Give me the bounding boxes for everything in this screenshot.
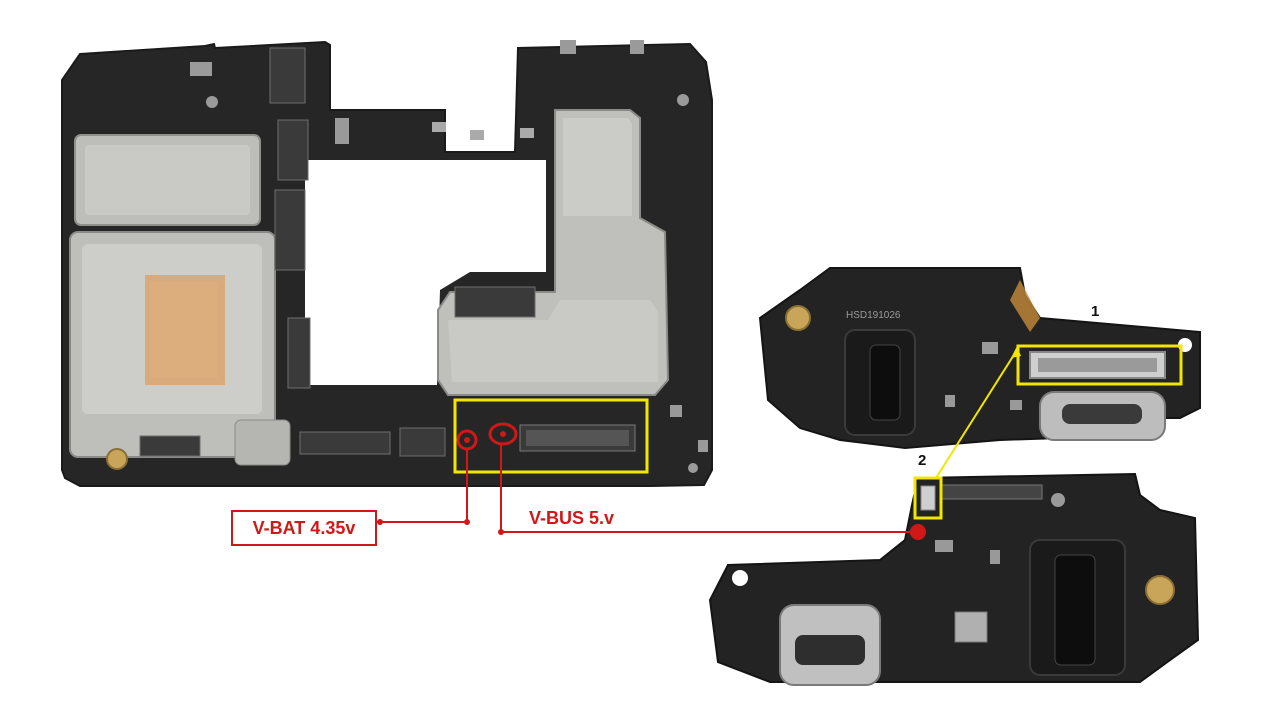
board-connector-bottom (941, 484, 1043, 500)
annotations (377, 346, 1021, 540)
connection-line-yellow (935, 349, 1018, 479)
vbus-contact-dot (910, 524, 926, 540)
charging-board-bottom (708, 472, 1200, 686)
vbus-label: V-BUS 5.v (529, 508, 615, 528)
charging-board-top: HSD191026 (758, 267, 1201, 450)
connector-highlight-2 (913, 476, 943, 520)
marker-1-label: 1 (1091, 303, 1100, 320)
marker-2-label: 2 (918, 452, 927, 469)
arrow-head-icon (1011, 346, 1021, 358)
motherboard (61, 40, 713, 487)
connector-highlight-1 (1016, 344, 1183, 386)
board-code: HSD191026 (846, 310, 901, 321)
charging-connector-highlight (453, 398, 649, 474)
vbat-label-box: V-BAT 4.35v (231, 510, 377, 546)
vbus-test-point (488, 422, 518, 446)
vbat-label: V-BAT 4.35v (252, 517, 356, 538)
